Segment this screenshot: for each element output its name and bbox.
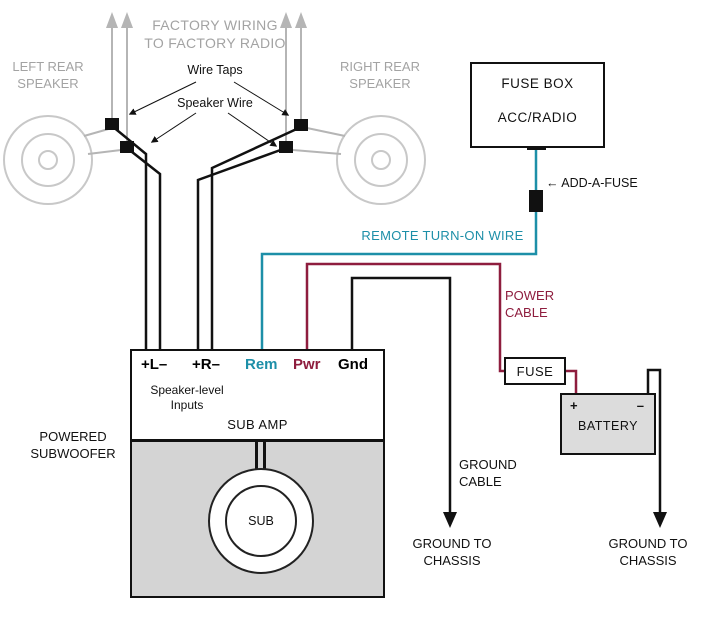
speaker-wires-to-amp	[111, 125, 302, 350]
arrow-down-icon	[653, 512, 667, 528]
arrow-down-icon	[443, 512, 457, 528]
speaker-level-inputs-label: Speaker-level Inputs	[150, 383, 224, 412]
fuse-label: FUSE	[516, 364, 554, 379]
power-cable-label: POWER CABLE	[505, 288, 555, 320]
battery: + – BATTERY	[560, 393, 656, 455]
arrow-left-icon: ←	[546, 176, 559, 190]
factory-wiring-line1: FACTORY WIRING	[152, 17, 278, 33]
wire-taps-label: Wire Taps	[187, 63, 243, 77]
amp-terminal-power: Pwr	[293, 356, 321, 373]
remote-turn-on-label: REMOTE TURN-ON WIRE	[361, 228, 524, 243]
right-rear-speaker-icon	[336, 115, 426, 205]
subwoofer-driver-icon: SUB	[208, 468, 314, 574]
factory-wiring-line2: TO FACTORY RADIO	[144, 35, 286, 51]
power-cable-wire	[305, 262, 578, 393]
ground-to-chassis-right-label: GROUND TO CHASSIS	[608, 536, 688, 568]
battery-minus-terminal: –	[636, 398, 644, 413]
left-rear-speaker-icon	[3, 115, 93, 205]
battery-plus-terminal: +	[570, 398, 578, 413]
factory-wiring-arrows-icon	[106, 12, 307, 144]
powered-subwoofer-label: POWERED SUBWOOFER	[30, 429, 116, 461]
sub-label: SUB	[248, 514, 274, 528]
amp-to-sub-wire	[263, 442, 266, 469]
ground-cable-wire	[350, 276, 457, 528]
battery-ground-wire	[646, 368, 667, 528]
ground-cable-label: GROUND CABLE	[459, 457, 517, 489]
sub-amp-label: SUB AMP	[227, 417, 288, 432]
factory-wiring-label: FACTORY WIRING TO FACTORY RADIO	[140, 16, 290, 52]
fuse-box-title: FUSE BOX	[501, 76, 574, 91]
ground-to-chassis-left-label: GROUND TO CHASSIS	[412, 536, 492, 568]
subwoofer-enclosure: SUB	[130, 440, 385, 598]
right-rear-speaker-label: RIGHT REAR SPEAKER	[340, 59, 420, 91]
amp-to-sub-wire	[255, 442, 258, 469]
wire-tap-icon	[105, 118, 308, 153]
subwoofer-cone-icon: SUB	[225, 485, 297, 557]
speaker-wire-label: Speaker Wire	[177, 96, 253, 110]
left-rear-speaker-label: LEFT REAR SPEAKER	[12, 59, 84, 91]
fuse-box: FUSE BOX ACC/RADIO	[470, 62, 605, 148]
label-pointer-arrows	[128, 81, 290, 147]
amp-terminal-ground: Gnd	[338, 356, 368, 373]
add-a-fuse-label: ← ADD-A-FUSE	[546, 176, 638, 190]
amp-terminal-left-input: +L–	[141, 356, 168, 373]
fuse-box-slot-label: ACC/RADIO	[497, 110, 578, 125]
amp-terminal-right-input: +R–	[192, 356, 220, 373]
battery-label: BATTERY	[578, 419, 638, 433]
inline-fuse: FUSE	[504, 357, 566, 385]
amp-terminal-remote: Rem	[245, 356, 278, 373]
sub-amp: +L– +R– Rem Pwr Gnd Speaker-level Inputs…	[130, 349, 385, 441]
